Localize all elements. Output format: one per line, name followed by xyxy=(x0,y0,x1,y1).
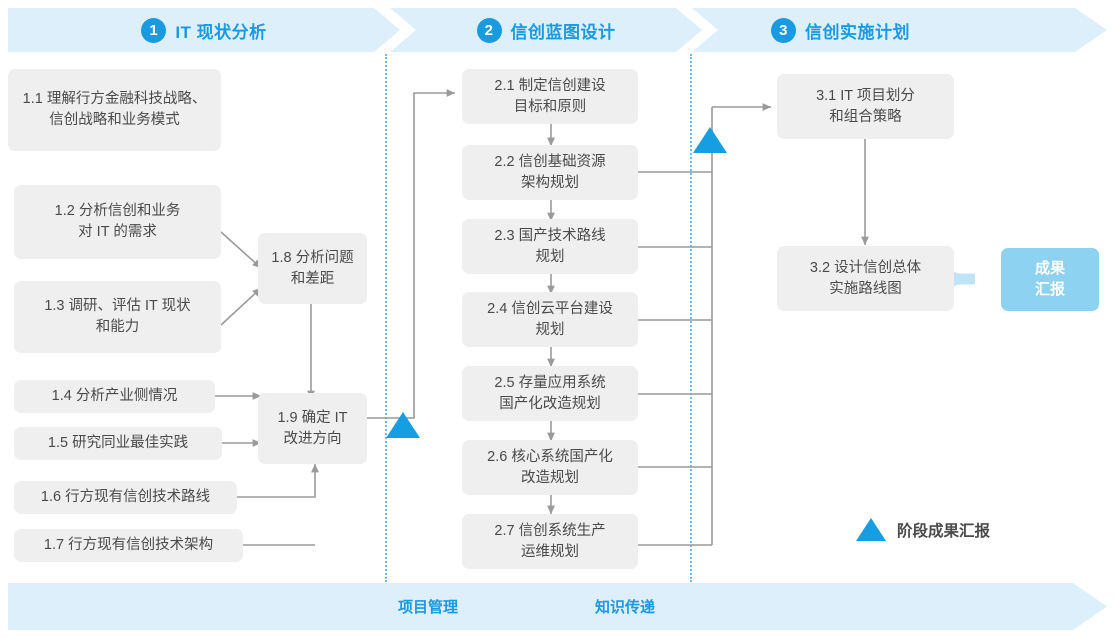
milestone-triangle-phase1 xyxy=(386,412,420,438)
task-box-1-5[interactable]: 1.5 研究同业最佳实践 xyxy=(14,427,222,460)
task-box-1-3[interactable]: 1.3 调研、评估 IT 现状 和能力 xyxy=(14,281,221,353)
task-box-2-7[interactable]: 2.7 信创系统生产 运维规划 xyxy=(462,514,638,569)
phase-banner-1: 1 IT 现状分析 xyxy=(8,8,400,52)
task-box-1-4[interactable]: 1.4 分析产业侧情况 xyxy=(14,380,215,413)
phase-title-1: IT 现状分析 xyxy=(175,22,267,42)
bottom-label-knowledge-transfer: 知识传递 xyxy=(595,599,656,616)
task-box-2-3[interactable]: 2.3 国产技术路线 规划 xyxy=(462,219,638,274)
phase-title-2: 信创蓝图设计 xyxy=(510,22,616,42)
phase-number-3: 3 xyxy=(771,18,796,43)
triangle-icon xyxy=(856,518,886,541)
result-chip[interactable]: 成果 汇报 xyxy=(1001,248,1099,311)
task-box-1-1[interactable]: 1.1 理解行方金融科技战略、 信创战略和业务模式 xyxy=(8,69,221,151)
milestone-triangle-phase2 xyxy=(693,127,727,153)
task-box-1-7[interactable]: 1.7 行方现有信创技术架构 xyxy=(14,529,243,562)
task-box-1-6[interactable]: 1.6 行方现有信创技术路线 xyxy=(14,481,237,514)
task-box-2-6[interactable]: 2.6 核心系统国产化 改造规划 xyxy=(462,440,638,495)
phase-banner-2: 2 信创蓝图设计 xyxy=(390,8,702,52)
phase-banner-3: 3 信创实施计划 xyxy=(692,8,1107,52)
task-box-2-4[interactable]: 2.4 信创云平台建设 规划 xyxy=(462,292,638,347)
task-box-2-5[interactable]: 2.5 存量应用系统 国产化改造规划 xyxy=(462,366,638,421)
legend: 阶段成果汇报 xyxy=(856,518,990,541)
legend-label: 阶段成果汇报 xyxy=(897,522,991,540)
task-box-1-8[interactable]: 1.8 分析问题 和差距 xyxy=(258,233,367,304)
task-box-1-9[interactable]: 1.9 确定 IT 改进方向 xyxy=(258,393,367,464)
task-box-2-2[interactable]: 2.2 信创基础资源 架构规划 xyxy=(462,145,638,200)
phase-divider-2 xyxy=(690,54,692,582)
phase-title-3: 信创实施计划 xyxy=(805,22,910,42)
phase-number-2: 2 xyxy=(477,18,502,43)
phase-divider-1 xyxy=(385,54,387,582)
task-box-3-1[interactable]: 3.1 IT 项目划分 和组合策略 xyxy=(777,74,954,139)
bottom-banner: 项目管理 知识传递 xyxy=(8,583,1107,630)
task-box-2-1[interactable]: 2.1 制定信创建设 目标和原则 xyxy=(462,69,638,124)
task-box-1-2[interactable]: 1.2 分析信创和业务 对 IT 的需求 xyxy=(14,185,221,259)
task-box-3-2[interactable]: 3.2 设计信创总体 实施路线图 xyxy=(777,246,954,311)
bottom-label-project-management: 项目管理 xyxy=(398,599,459,616)
phase-number-1: 1 xyxy=(141,18,166,43)
